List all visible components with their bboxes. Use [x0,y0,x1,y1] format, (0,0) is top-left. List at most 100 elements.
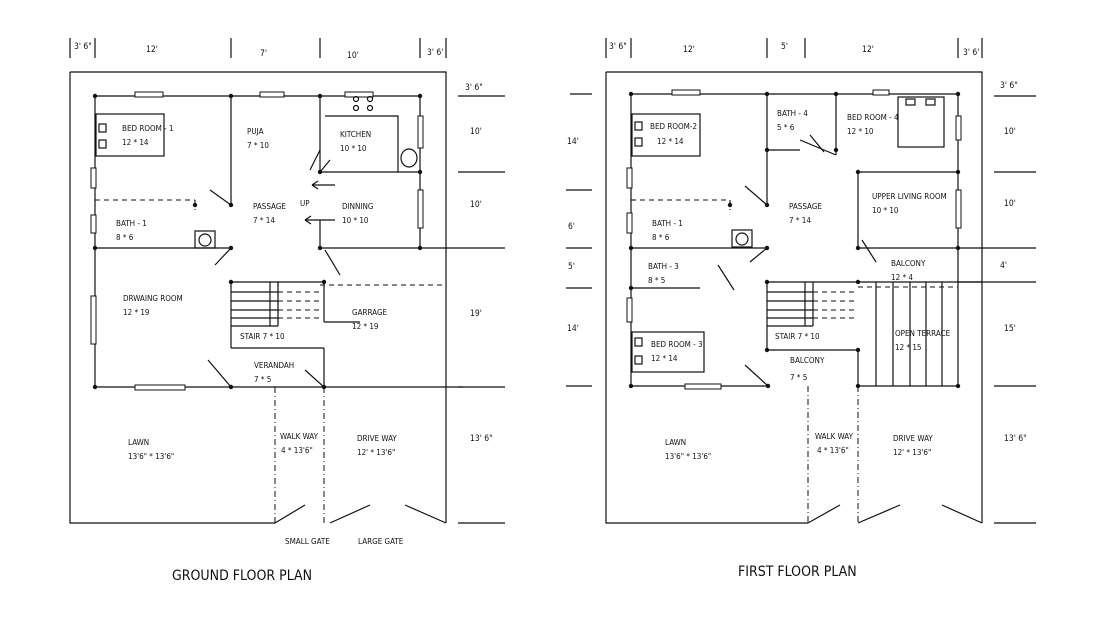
size-passage: 7 * 14 [253,216,275,225]
ground-kitchen-fixtures [325,95,418,172]
first-right-dim-5: 15' [1004,324,1016,334]
size-bed-room-2: 12 * 14 [657,137,684,146]
ground-plot-boundary [70,71,447,523]
first-bath-fixture [731,229,753,248]
first-top-dim-5: 3' 6' [963,48,979,58]
first-top-dim-2: 12' [683,45,695,55]
label-drive-way: DRIVE WAY [357,434,397,443]
first-windows [626,89,962,390]
label-passage: PASSAGE [253,202,286,211]
label-large-gate: LARGE GATE [358,537,404,546]
label-first-walk-way: WALK WAY [815,432,854,441]
first-floor-plan: 3' 6" 12' 5' 12' 3' 6' 14' 6' 5' 14' 3' [566,38,1036,580]
first-left-dim-2: 6' [568,222,575,232]
label-bath-3: BATH - 3 [648,262,679,271]
size-upper-living-room: 10 * 10 [872,206,899,215]
size-lawn: 13'6" * 13'6" [128,452,174,461]
label-open-terrace: OPEN TERRACE [895,329,951,338]
ground-bed-icon [95,113,165,157]
size-bath-1: 8 * 6 [116,233,134,242]
label-bed-room-1: BED ROOM - 1 [122,124,174,133]
first-right-dimension-lines [958,95,1036,524]
ground-door-swings [207,149,447,524]
first-left-dimension-lines [566,93,592,387]
size-bath-4: 5 * 6 [777,123,795,132]
ground-right-dimension-lines [420,95,505,524]
first-junction-dots [628,91,961,389]
size-balcony-low: 7 * 5 [790,373,807,382]
ground-staircase [231,282,320,327]
label-kitchen: KITCHEN [340,130,371,139]
open-terrace-hatching [875,282,943,386]
ground-floor-plan-title: GROUND FLOOR PLAN [172,568,312,584]
size-puja: 7 * 10 [247,141,269,150]
ground-windows [90,91,424,391]
label-bath-4: BATH - 4 [777,109,808,118]
label-first-drive-way: DRIVE WAY [893,434,933,443]
size-first-walk-way: 4 * 13'6" [817,446,849,455]
size-open-terrace: 12 * 15 [895,343,921,352]
size-walk-way: 4 * 13'6" [281,446,313,455]
first-right-dim-2: 10' [1004,127,1016,137]
label-balcony-low: BALCONY [790,356,825,365]
ground-side-dim-4: 19' [470,309,482,319]
label-balcony-top: BALCONY [891,259,926,268]
size-bed-room-4: 12 * 10 [847,127,874,136]
ground-top-dim-4: 10' [347,51,359,61]
label-drawing-room: DRWAING ROOM [123,294,183,303]
first-left-dim-1: 14' [567,137,579,147]
first-left-dim-3: 5' [568,262,575,272]
label-up: UP [300,199,310,208]
size-first-passage: 7 * 14 [789,216,811,225]
ground-side-dim-2: 10' [470,127,482,137]
label-stair: STAIR 7 * 10 [240,332,285,341]
label-first-passage: PASSAGE [789,202,822,211]
size-first-bath-1: 8 * 6 [652,233,670,242]
first-left-dim-4: 14' [567,324,579,334]
first-top-dim-4: 12' [862,45,874,55]
size-drawing-room: 12 * 19 [123,308,150,317]
ground-side-dim-3: 10' [470,200,482,210]
label-bed-room-2: BED ROOM-2 [650,122,697,131]
ground-side-dim-1: 3' 6" [465,83,483,93]
label-dinning: DINNING [342,202,374,211]
ground-top-dim-2: 12' [146,45,158,55]
first-right-dim-4: 4' [1000,261,1007,271]
first-right-dim-1: 3' 6" [1000,81,1018,91]
first-top-dim-1: 3' 6" [609,42,627,52]
size-bed-room-3: 12 * 14 [651,354,678,363]
first-top-dimension-line [605,38,983,58]
first-door-swings [717,134,983,524]
ground-top-dim-5: 3' 6' [427,48,443,58]
first-right-dim-3: 10' [1004,199,1016,209]
size-garrage: 12 * 19 [352,322,379,331]
ground-top-dim-3: 7' [260,49,267,59]
first-bed-icons [631,96,945,373]
label-first-lawn: LAWN [665,438,686,447]
label-first-stair: STAIR 7 * 10 [775,332,820,341]
label-lawn: LAWN [128,438,149,447]
ground-top-dimension-line [69,38,447,58]
label-bed-room-4: BED ROOM - 4 [847,113,899,122]
first-right-dim-6: 13' 6" [1004,434,1027,444]
first-walls [630,93,982,387]
size-kitchen: 10 * 10 [340,144,367,153]
label-walk-way: WALK WAY [280,432,319,441]
first-staircase [767,282,858,327]
size-first-drive-way: 12' * 13'6" [893,448,931,457]
label-upper-living-room: UPPER LIVING ROOM [872,192,947,201]
ground-side-dim-5: 13' 6" [470,434,493,444]
ground-bath-fixture [194,230,216,249]
size-verandah: 7 * 5 [254,375,271,384]
size-balcony-top: 12 * 4 [891,273,913,282]
size-dinning: 10 * 10 [342,216,369,225]
size-first-lawn: 13'6" * 13'6" [665,452,711,461]
label-garrage: GARRAGE [352,308,388,317]
first-plot-boundary [606,71,983,523]
label-small-gate: SMALL GATE [285,537,330,546]
ground-floor-plan: 3' 6" 12' 7' 10' 3' 6' 3' 6" 10' 10' 19'… [69,38,505,584]
label-puja: PUJA [247,127,264,136]
first-top-dim-3: 5' [781,42,788,52]
label-bed-room-3: BED ROOM - 3 [651,340,703,349]
